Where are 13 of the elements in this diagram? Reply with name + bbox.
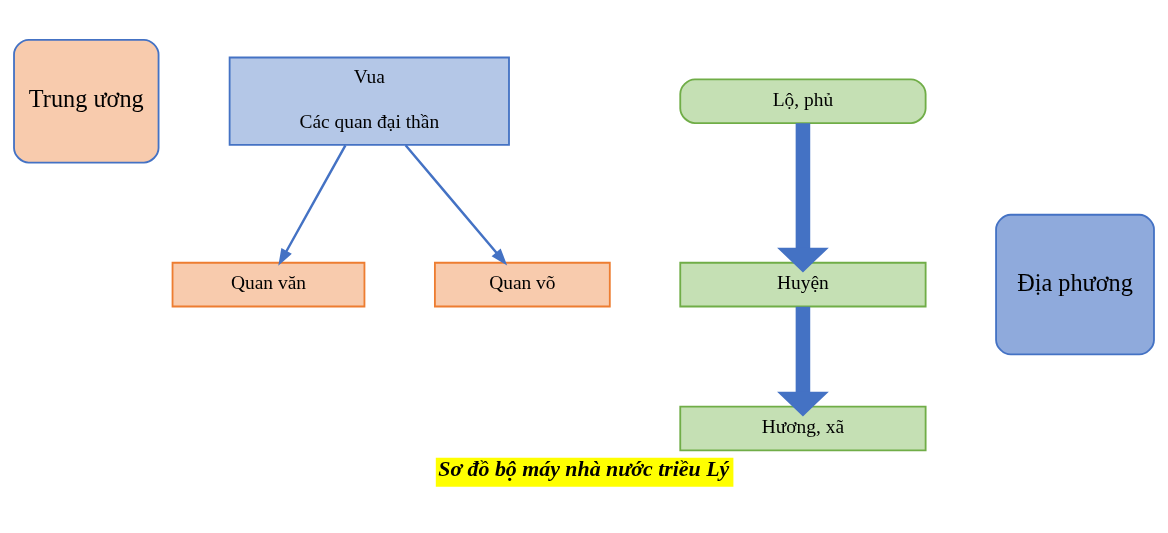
node-box: Hương, xã — [679, 405, 927, 451]
arrow — [278, 144, 347, 266]
node-box: Lộ, phủ — [679, 77, 927, 124]
node-box: Địa phương — [995, 213, 1155, 355]
node-box: Trung ương — [13, 38, 160, 163]
node-box: Huyện — [679, 261, 927, 307]
caption: Sơ đồ bộ máy nhà nước triều Lý — [438, 456, 730, 481]
node-box: Vua Các quan đại thần — [228, 56, 510, 146]
arrow — [777, 122, 829, 272]
arrow — [777, 306, 829, 416]
node-box: Quan văn — [171, 261, 366, 307]
arrow — [404, 144, 508, 265]
node-box: Quan võ — [434, 261, 611, 307]
